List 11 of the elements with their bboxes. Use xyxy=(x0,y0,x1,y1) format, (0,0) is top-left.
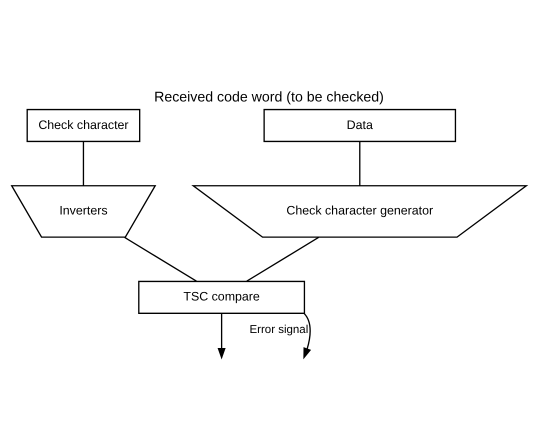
connector xyxy=(246,236,320,282)
connector xyxy=(124,236,197,282)
diagram-title: Received code word (to be checked) xyxy=(154,89,384,106)
arrow xyxy=(303,312,312,360)
node-box: Check character xyxy=(26,108,140,142)
node-box: TSC compare xyxy=(138,280,306,314)
connector xyxy=(359,142,360,186)
arrow xyxy=(218,313,226,360)
node-box: Data xyxy=(263,108,456,142)
connector xyxy=(82,142,84,186)
edge-label: Error signal xyxy=(249,324,308,336)
